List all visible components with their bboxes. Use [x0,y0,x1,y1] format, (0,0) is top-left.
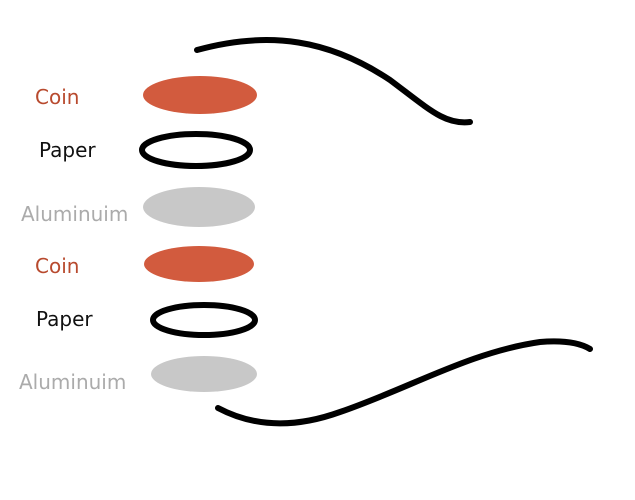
paper-disc [150,302,258,338]
layer-6-aluminium: Aluminuim [19,356,257,394]
layer-3-aluminium: Aluminuim [21,187,255,227]
bottom-wire [215,338,593,427]
layer-label: Aluminuim [19,370,126,394]
coin-disc [144,246,254,282]
layer-label: Aluminuim [21,202,128,226]
aluminium-disc [143,187,255,227]
layer-label: Paper [36,307,93,331]
aluminium-disc [151,356,257,392]
top-wire [194,37,473,126]
layer-label: Coin [35,254,79,278]
coin-disc [143,76,257,114]
layer-2-paper: Paper [39,131,253,169]
layer-4-coin: Coin [35,246,254,282]
layer-5-paper: Paper [36,302,258,338]
layer-1-coin: Coin [35,76,257,114]
layer-label: Coin [35,85,79,109]
layer-label: Paper [39,138,96,162]
paper-disc [139,131,253,169]
